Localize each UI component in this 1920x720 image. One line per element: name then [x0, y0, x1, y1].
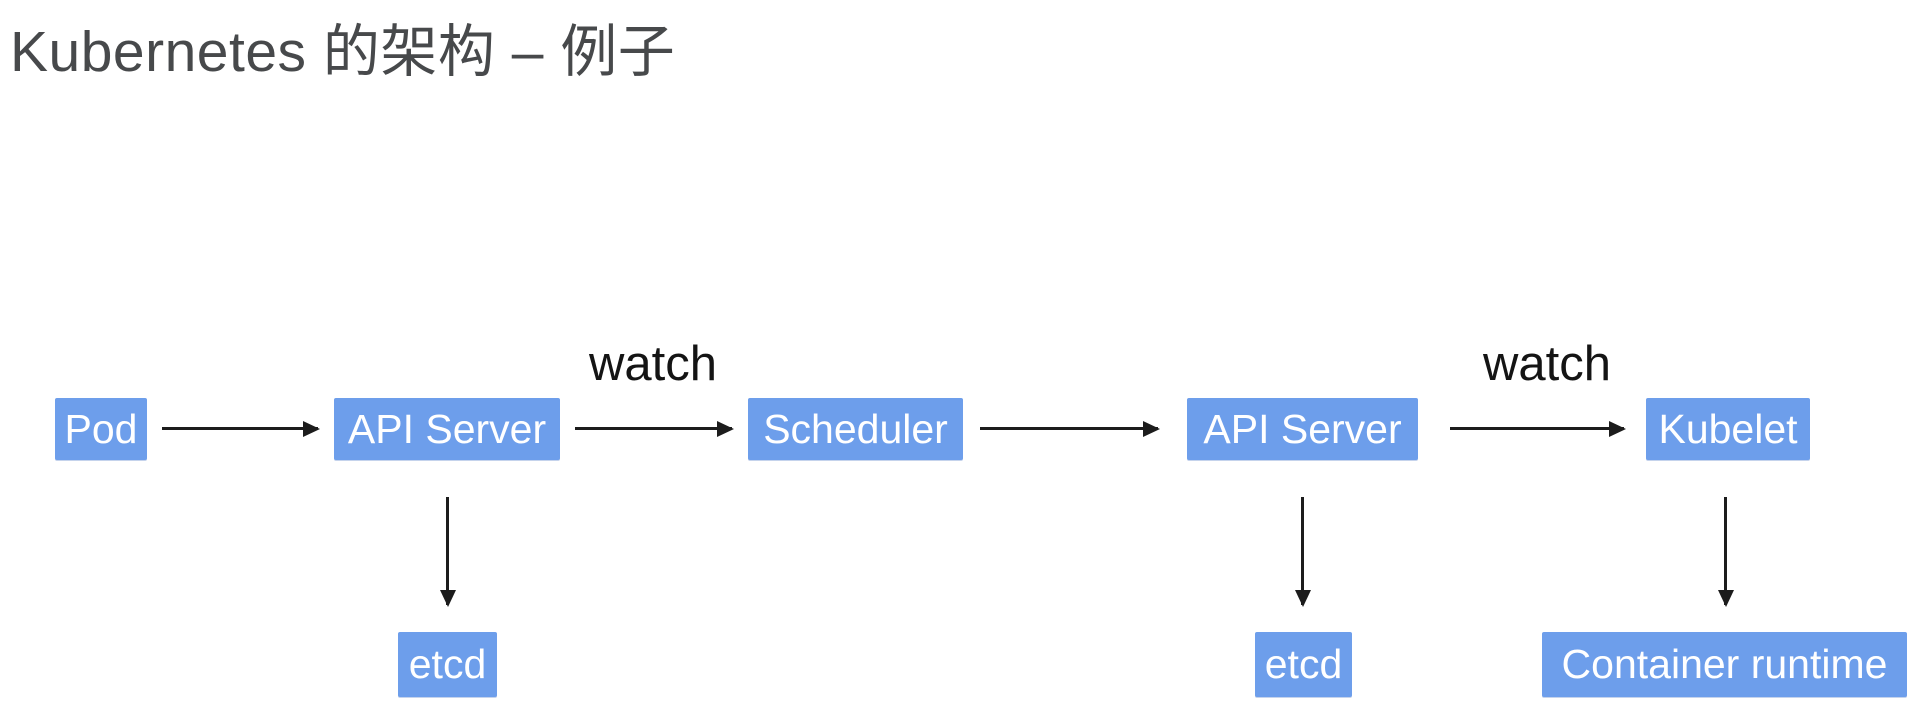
edge-label-watch-2: watch [1482, 337, 1612, 391]
node-container-runtime: Container runtime [1542, 632, 1907, 697]
node-scheduler-label: Scheduler [763, 405, 948, 452]
node-scheduler: Scheduler [748, 398, 963, 460]
node-api-server-1-label: API Server [347, 405, 547, 452]
node-kubelet: Kubelet [1646, 398, 1810, 460]
arrow-scheduler-to-api-server [980, 427, 1158, 430]
node-etcd-1: etcd [398, 632, 497, 697]
node-pod: Pod [55, 398, 147, 460]
node-api-server-2-label: API Server [1203, 405, 1402, 452]
arrow-kubelet-to-container-runtime [1724, 497, 1727, 605]
node-etcd-1-label: etcd [408, 641, 487, 687]
arrow-pod-to-api-server [162, 427, 318, 430]
node-etcd-2-label: etcd [1264, 641, 1343, 687]
arrow-api-server-2-to-etcd [1301, 497, 1304, 605]
node-kubelet-label: Kubelet [1658, 405, 1798, 452]
slide-title: Kubernetes 的架构 – 例子 [10, 20, 676, 84]
node-api-server-1: API Server [334, 398, 560, 460]
arrow-api-server-1-to-etcd [446, 497, 449, 605]
node-api-server-2: API Server [1187, 398, 1418, 460]
edge-label-watch-1: watch [588, 337, 718, 391]
node-etcd-2: etcd [1255, 632, 1352, 697]
arrow-api-server-to-kubelet [1450, 427, 1624, 430]
arrow-api-server-to-scheduler [575, 427, 732, 430]
node-pod-label: Pod [64, 405, 138, 452]
node-container-runtime-label: Container runtime [1561, 641, 1888, 687]
